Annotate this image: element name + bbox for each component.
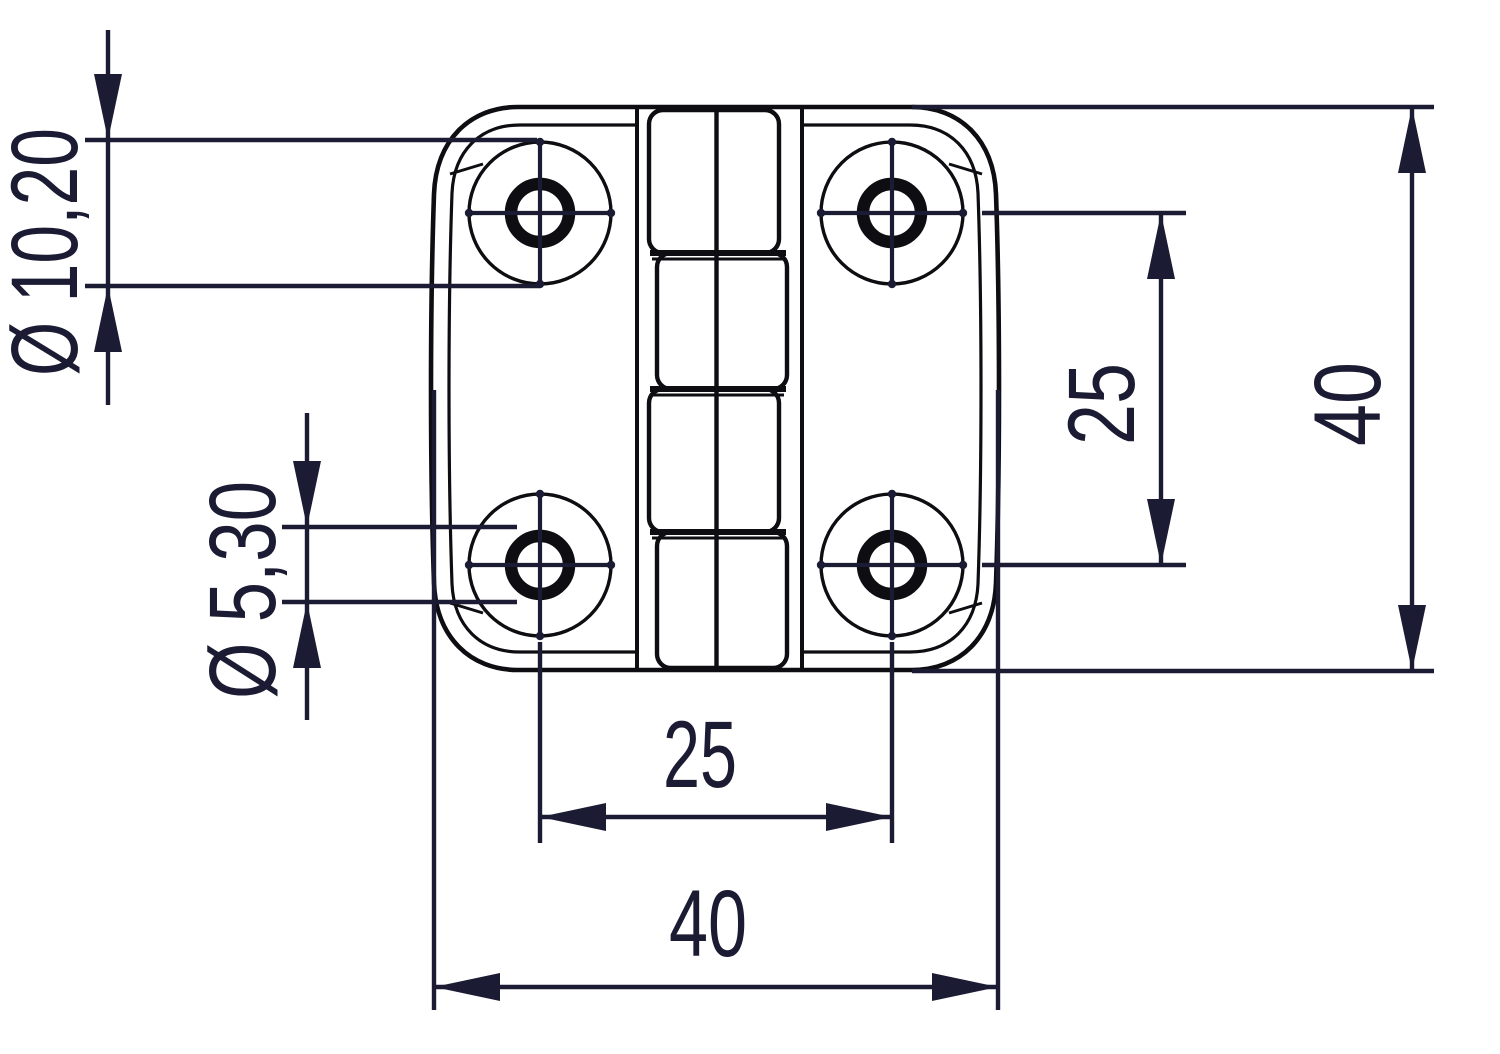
arrowhead-up [293, 602, 321, 668]
body-inner-outline-right [801, 123, 983, 654]
corner-tick-bottom-right [948, 601, 983, 615]
knuckle-3 [646, 386, 782, 535]
screw-hole-bottom-left [464, 489, 616, 641]
dim-hole-diameter: Ø 5,30 [190, 413, 517, 720]
knuckle-1 [646, 107, 782, 256]
quadrant-dot [887, 137, 897, 147]
quadrant-dot [464, 560, 474, 570]
dim-counterbore-diameter: Ø 10,20 [0, 30, 540, 405]
arrowhead-up [94, 286, 122, 352]
quadrant-dot [816, 208, 826, 218]
quadrant-dot [535, 489, 545, 499]
quadrant-dot [887, 279, 897, 289]
quadrant-dot [816, 560, 826, 570]
knuckle-4 [654, 529, 790, 671]
quadrant-dot [887, 631, 897, 641]
dim-label-hole-spacing-horizontal: 25 [663, 702, 737, 808]
quadrant-dot [606, 560, 616, 570]
dim-label-overall-height: 40 [1295, 362, 1401, 446]
dim-label-overall-width: 40 [669, 871, 747, 977]
screw-hole-bottom-right [816, 489, 968, 641]
quadrant-dot [535, 631, 545, 641]
corner-tick-bottom-left [449, 601, 484, 615]
arrowhead-left [540, 803, 606, 831]
arrowhead-down [293, 461, 321, 527]
arrowhead-up [1398, 107, 1426, 173]
arrowhead-right [932, 973, 998, 1001]
dim-label-counterbore-diameter: Ø 10,20 [0, 128, 98, 376]
quadrant-dot [535, 137, 545, 147]
knuckle-2 [654, 250, 790, 392]
hinge-barrel [635, 107, 804, 671]
arrowhead-left [434, 973, 500, 1001]
quadrant-dot [464, 208, 474, 218]
dim-label-hole-diameter: Ø 5,30 [190, 481, 296, 699]
quadrant-dot [606, 208, 616, 218]
corner-tick-top-right [948, 162, 983, 176]
screw-hole-top-right [816, 137, 968, 289]
quadrant-dot [958, 208, 968, 218]
arrowhead-right [826, 803, 892, 831]
dim-hole-spacing-horizontal: 25 [537, 642, 895, 843]
arrowhead-up [1147, 213, 1175, 279]
arrowhead-down [1398, 605, 1426, 671]
quadrant-dot [958, 560, 968, 570]
arrowhead-down [1147, 499, 1175, 565]
corner-tick-top-left [449, 162, 484, 176]
dim-label-hole-spacing-vertical: 25 [1049, 363, 1155, 445]
quadrant-dot [887, 489, 897, 499]
dim-overall-width: 40 [431, 390, 1001, 1010]
dim-hole-spacing-vertical: 25 [982, 210, 1186, 568]
screw-hole-top-left [464, 137, 616, 289]
body-inner-outline-left [447, 123, 637, 654]
dim-overall-height: 40 [912, 104, 1434, 674]
arrowhead-down [94, 74, 122, 140]
